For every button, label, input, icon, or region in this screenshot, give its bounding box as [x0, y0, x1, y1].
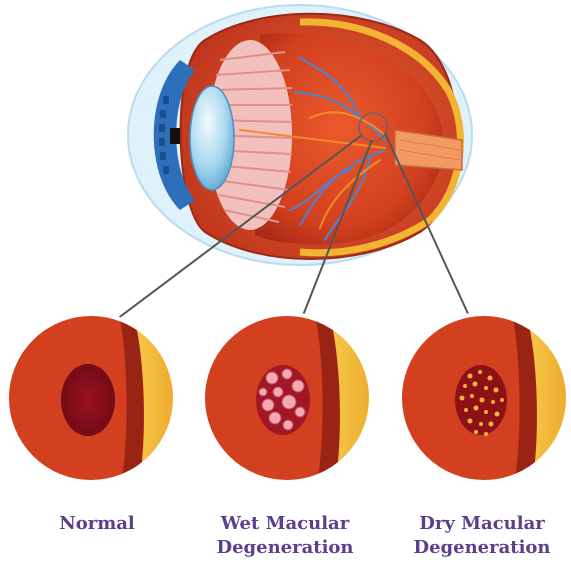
caption-wet-macular-degeneration: Wet Macular Degeneration — [200, 512, 370, 560]
caption-normal-line1: Normal — [12, 512, 182, 536]
dry-macula-icon — [386, 300, 571, 500]
caption-normal: Normal — [12, 512, 182, 536]
normal-macula-icon — [0, 300, 200, 500]
caption-wet-line1: Wet Macular — [200, 512, 370, 536]
eye-cross-section-icon — [128, 5, 472, 265]
caption-wet-line2: Degeneration — [200, 536, 370, 560]
wet-macula-icon — [190, 300, 400, 500]
caption-dry-line2: Degeneration — [397, 536, 567, 560]
caption-dry-macular-degeneration: Dry Macular Degeneration — [397, 512, 567, 560]
caption-dry-line1: Dry Macular — [397, 512, 567, 536]
lens — [190, 86, 234, 190]
